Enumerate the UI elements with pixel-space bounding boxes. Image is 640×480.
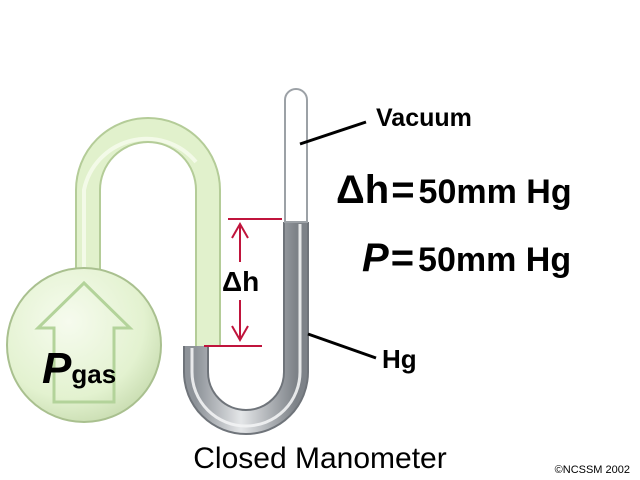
delta-h-down-arrow-icon	[231, 300, 249, 343]
mercury-label: Hg	[382, 344, 417, 374]
copyright-credit: ©NCSSM 2002	[554, 464, 630, 476]
pressure-arrow-icon	[34, 280, 134, 404]
equation-equals: =	[390, 236, 415, 280]
diagram-caption: Closed Manometer	[193, 442, 447, 475]
vacuum-leader-line	[299, 120, 367, 146]
pgas-symbol: P	[42, 344, 72, 393]
pgas-label: Pgas	[42, 344, 116, 394]
gas-bulb	[6, 267, 162, 423]
equation-value: 50mm Hg	[418, 173, 572, 211]
vacuum-label: Vacuum	[376, 104, 472, 132]
delta-h-label: Δh	[222, 266, 260, 297]
equation-symbol: Δh	[336, 168, 390, 212]
equation-symbol: P	[362, 236, 389, 280]
pressure-equation: P=50mm Hg	[362, 236, 571, 281]
equation-equals: =	[391, 168, 415, 212]
vacuum-region	[284, 88, 308, 223]
mercury-leader-line	[307, 332, 377, 360]
delta-h-up-arrow-icon	[231, 221, 249, 262]
equation-value: 50mm Hg	[418, 241, 572, 279]
pgas-subscript: gas	[71, 359, 117, 389]
delta-h-equation: Δh=50mm Hg	[336, 168, 572, 213]
